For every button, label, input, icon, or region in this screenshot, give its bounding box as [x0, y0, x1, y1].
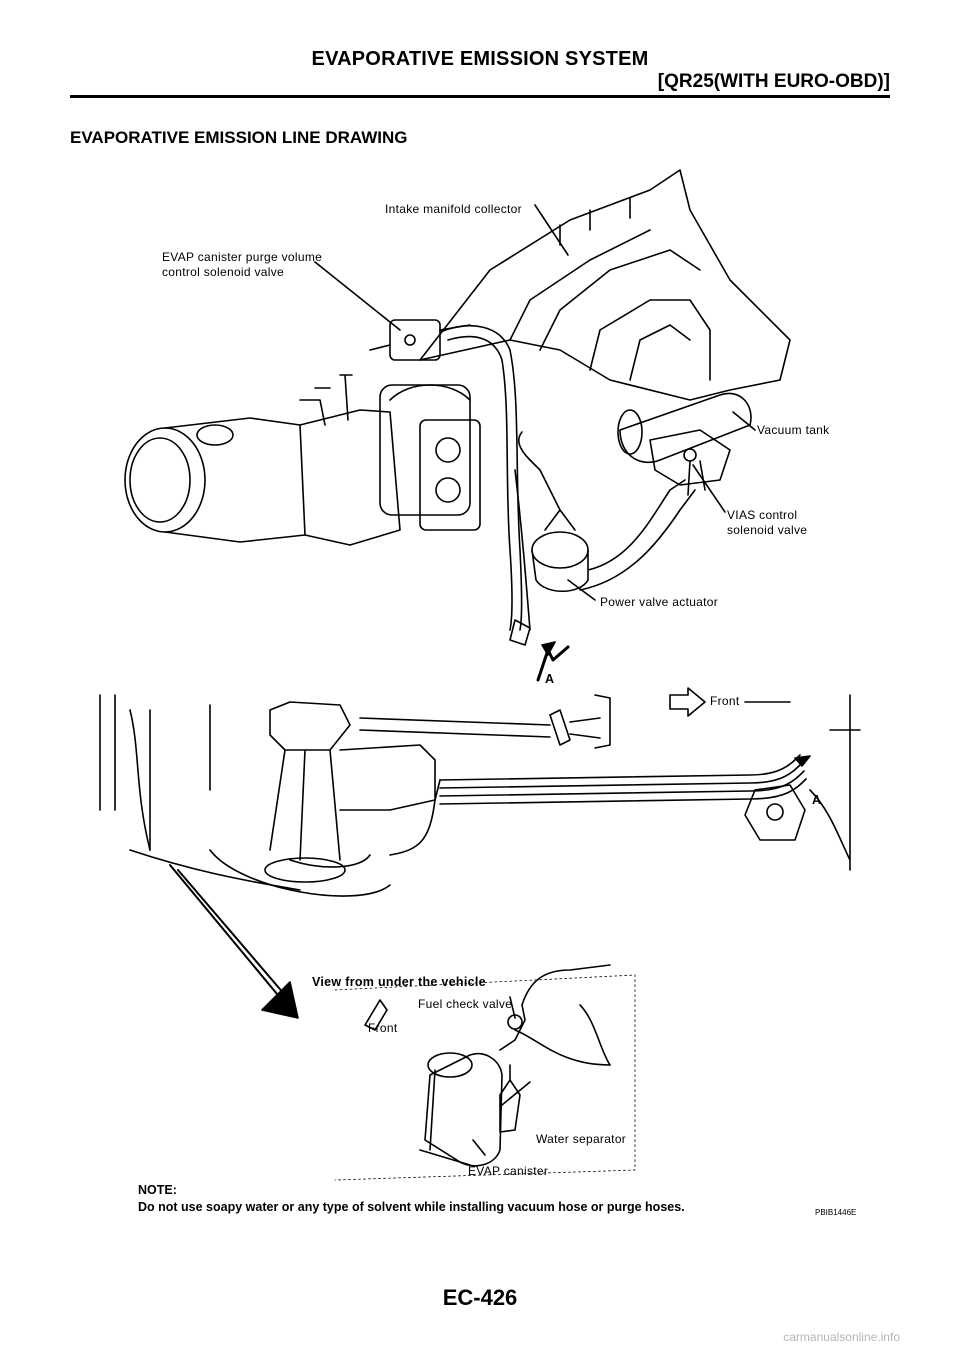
note-text: Do not use soapy water or any type of so…: [138, 1200, 685, 1214]
label-evap-canister: EVAP canister: [468, 1164, 549, 1178]
figure-code: PBIB1446E: [815, 1208, 857, 1217]
note-heading: NOTE:: [138, 1183, 177, 1197]
footer-watermark: carmanualsonline.info: [783, 1330, 900, 1344]
label-vias-valve-line1: VIAS control: [727, 508, 798, 522]
label-view-under-vehicle: View from under the vehicle: [312, 975, 486, 989]
page-number: EC-426: [442, 1285, 518, 1310]
section-title: EVAPORATIVE EMISSION LINE DRAWING: [70, 128, 408, 147]
label-intake-manifold-collector: Intake manifold collector: [385, 202, 522, 216]
label-front-top: Front: [710, 694, 740, 708]
evap-line-drawing: Intake manifold collector EVAP canister …: [90, 150, 870, 1230]
label-point-a-mid: A: [812, 793, 822, 807]
header-rule: [70, 95, 890, 98]
evap-line-illustration: [99, 169, 861, 1181]
label-point-a-top: A: [545, 672, 555, 686]
label-evap-purge-valve-line1: EVAP canister purge volume: [162, 250, 323, 264]
label-vias-valve-line2: solenoid valve: [727, 523, 808, 537]
label-front-bottom: Front: [368, 1021, 398, 1035]
label-vacuum-tank: Vacuum tank: [757, 423, 830, 437]
page-header-title: EVAPORATIVE EMISSION SYSTEM: [311, 48, 649, 70]
label-fuel-check-valve: Fuel check valve: [418, 997, 513, 1011]
label-water-separator: Water separator: [536, 1132, 627, 1146]
label-evap-purge-valve-line2: control solenoid valve: [162, 265, 285, 279]
note-block: NOTE: Do not use soapy water or any type…: [138, 1182, 685, 1216]
label-power-valve-actuator: Power valve actuator: [600, 595, 719, 609]
page-header-subtitle: [QR25(WITH EURO-OBD)]: [657, 71, 890, 92]
